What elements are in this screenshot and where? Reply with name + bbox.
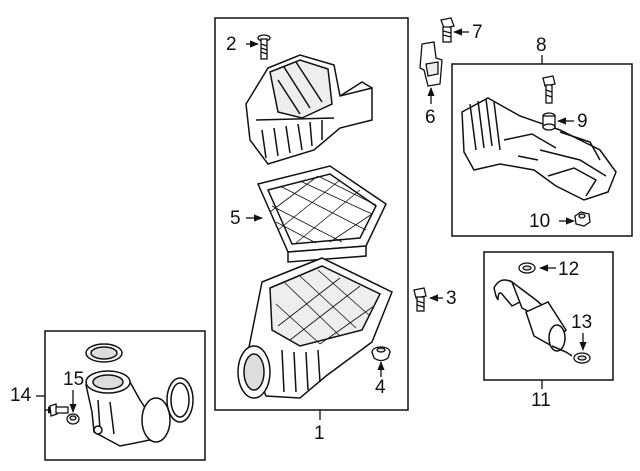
clamp-part-12 <box>518 262 536 274</box>
seal-ring <box>166 377 194 423</box>
callout-9: 9 <box>577 111 588 132</box>
callout-4: 4 <box>375 377 386 398</box>
callout-1: 1 <box>314 423 325 444</box>
clamp-part-13 <box>573 352 591 364</box>
group-box-1 <box>214 17 409 411</box>
nut-part-15 <box>66 413 80 425</box>
nut-part-10 <box>574 211 591 227</box>
air-cleaner-lower-housing <box>237 257 393 399</box>
bolt-box8 <box>542 75 556 104</box>
air-filter-part-5 <box>256 165 387 263</box>
callout-5: 5 <box>230 208 241 229</box>
group-box-11 <box>483 251 614 381</box>
callout-7: 7 <box>472 22 483 43</box>
air-outlet-duct-part-14 <box>85 343 171 447</box>
callout-14: 14 <box>10 385 32 406</box>
callout-10: 10 <box>529 211 551 232</box>
bracket-part-6 <box>419 41 443 87</box>
callout-6: 6 <box>425 107 436 128</box>
grommet-part-4 <box>371 346 391 362</box>
callout-12: 12 <box>558 259 580 280</box>
bolt-box14 <box>49 403 69 417</box>
callout-8: 8 <box>536 35 547 56</box>
screw-part-2 <box>257 34 271 60</box>
air-cleaner-cover <box>245 54 373 165</box>
bolt-part-3 <box>413 287 427 312</box>
bolt-part-7 <box>440 17 455 43</box>
callout-13: 13 <box>571 312 593 333</box>
callout-15: 15 <box>63 369 85 390</box>
callout-2: 2 <box>226 34 237 55</box>
intake-resonator <box>461 97 617 201</box>
vent-hose-part-11 <box>493 279 573 357</box>
callout-3: 3 <box>446 288 457 309</box>
callout-11: 11 <box>531 390 551 411</box>
grommet-part-9 <box>542 112 556 131</box>
